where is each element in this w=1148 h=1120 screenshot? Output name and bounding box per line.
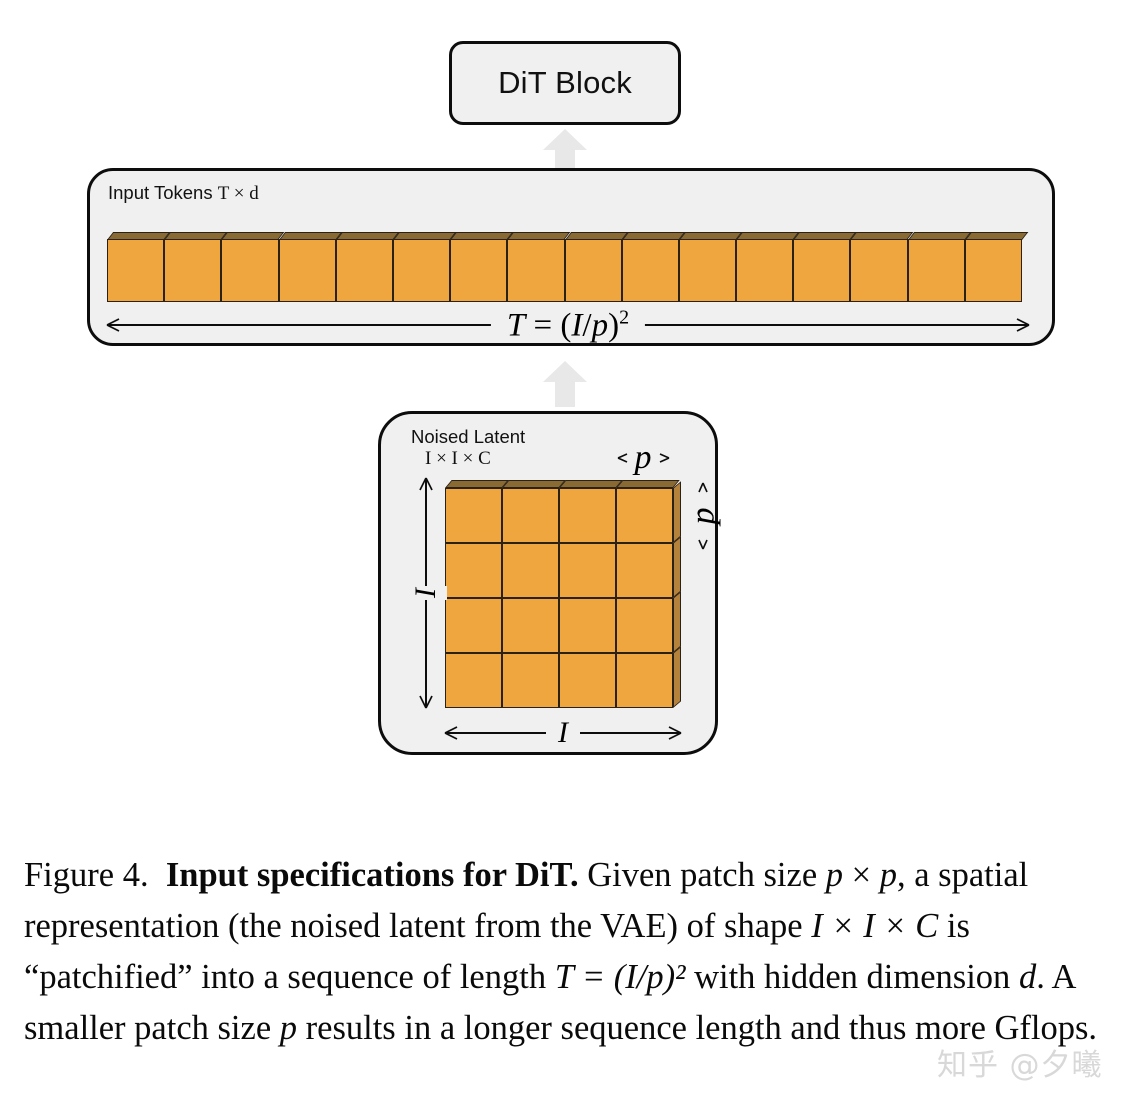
caption-body-4: with hidden dimension <box>685 958 1019 996</box>
patch-side-face <box>673 536 681 598</box>
token-cell <box>621 239 679 302</box>
formula-equals: = <box>525 307 561 344</box>
patch-height-arrow-down-icon <box>698 539 708 550</box>
latent-width-arrow-left-icon <box>444 726 458 740</box>
noised-latent-title: Noised Latent <box>411 426 526 447</box>
figure-caption: Figure 4. Input specifications for DiT. … <box>24 850 1128 1054</box>
latent-height-arrow-down-icon <box>419 695 433 709</box>
patch-width-arrow-right-icon <box>659 453 669 463</box>
figure-label: Figure 4. <box>24 856 149 894</box>
patch-cell <box>502 653 559 708</box>
token-cell <box>564 239 622 302</box>
patch-side-face <box>673 481 681 543</box>
token-cell <box>507 239 565 302</box>
patch-cell <box>502 488 559 543</box>
watermark: 知乎 @夕曦 <box>937 1048 1103 1083</box>
caption-math-shape: I × I × C <box>811 907 939 945</box>
latent-height-label: I <box>405 586 447 600</box>
input-tokens-panel: Input Tokens T × d T = (I/p)2 <box>87 168 1055 346</box>
input-tokens-caption-dims: T × d <box>217 183 259 204</box>
latent-width-measure: I <box>444 716 682 750</box>
patch-cell <box>559 653 616 708</box>
caption-body-2: , a spatial representation (the noised l… <box>24 856 1029 945</box>
patch-grid <box>445 480 681 708</box>
formula-close-paren: ) <box>608 307 620 344</box>
patch-height-arrow-up-icon <box>698 482 708 493</box>
latent-height-arrow-up-icon <box>419 477 433 491</box>
token-cell <box>850 239 908 302</box>
patch-top-face <box>445 480 509 488</box>
patch-cell <box>445 543 502 598</box>
patch-width-arrow-left-icon <box>617 453 627 463</box>
token-cell <box>107 239 165 302</box>
patch-cell <box>616 543 673 598</box>
caption-body-3: is “patchified” into a sequence of lengt… <box>24 907 970 996</box>
measure-arrow-left-icon <box>106 318 120 332</box>
caption-math-p2: p <box>879 856 897 894</box>
latent-height-measure: I <box>405 477 447 709</box>
formula-lhs: T <box>506 307 526 344</box>
token-cell <box>450 239 508 302</box>
token-cell <box>736 239 794 302</box>
patch-cell <box>616 598 673 653</box>
caption-body-5: . A smaller patch size <box>24 958 1075 1047</box>
patch-cell <box>502 543 559 598</box>
token-cell <box>678 239 737 302</box>
patch-side-face <box>673 591 681 653</box>
token-cell <box>793 239 851 302</box>
token-cell <box>164 239 222 302</box>
formula-numerator: I <box>571 307 583 344</box>
patch-cell <box>559 488 616 543</box>
caption-times-1: × <box>843 856 880 894</box>
caption-math-p3: p <box>279 1009 298 1047</box>
input-tokens-caption: Input Tokens T × d <box>108 182 259 205</box>
patch-top-face <box>502 480 566 488</box>
sequence-length-formula: T = (I/p)2 <box>490 306 646 344</box>
caption-body-1: Given patch size <box>578 856 826 894</box>
input-tokens-caption-prefix: Input Tokens <box>108 182 218 203</box>
patch-top-face <box>616 480 680 488</box>
patch-cell <box>502 598 559 653</box>
token-cell <box>907 239 965 302</box>
caption-math-d: d <box>1018 958 1037 996</box>
patch-cell <box>559 598 616 653</box>
patch-cell <box>445 598 502 653</box>
formula-denominator: p <box>591 307 609 344</box>
patch-width-label: p <box>634 439 652 476</box>
measure-arrow-right-icon <box>1016 318 1030 332</box>
token-cell <box>964 239 1022 302</box>
flow-arrow-to-dit-block-icon <box>543 129 587 175</box>
latent-width-arrow-right-icon <box>668 726 682 740</box>
caption-math-p1: p <box>825 856 844 894</box>
token-strip <box>107 232 1029 302</box>
token-cell <box>335 239 393 302</box>
caption-math-T: T = (I/p)² <box>554 958 686 996</box>
token-cell <box>392 239 451 302</box>
patch-top-face <box>559 480 623 488</box>
patch-cell <box>559 543 616 598</box>
token-cell <box>221 239 279 302</box>
dit-block-node: DiT Block <box>449 41 681 125</box>
formula-slash: / <box>582 307 592 344</box>
patch-cell <box>616 488 673 543</box>
token-cell <box>278 239 336 302</box>
noised-latent-dims: I × I × C <box>425 447 491 469</box>
latent-width-label: I <box>546 718 580 748</box>
patch-height-indicator: p <box>681 470 725 562</box>
patch-cell <box>445 488 502 543</box>
formula-open-paren: ( <box>560 307 572 344</box>
figure-caption-title: Input specifications for DiT. <box>165 856 579 894</box>
patch-height-label: p <box>684 507 721 525</box>
dit-block-label: DiT Block <box>498 65 632 100</box>
patch-width-indicator: p <box>601 436 685 480</box>
patch-cell <box>616 653 673 708</box>
caption-body-6: results in a longer sequence length and … <box>297 1009 1098 1047</box>
sequence-length-measure: T = (I/p)2 <box>106 306 1030 344</box>
patch-side-face <box>673 646 681 708</box>
patch-cell <box>445 653 502 708</box>
formula-exponent: 2 <box>619 306 630 329</box>
flow-arrow-to-tokens-icon <box>543 361 587 407</box>
